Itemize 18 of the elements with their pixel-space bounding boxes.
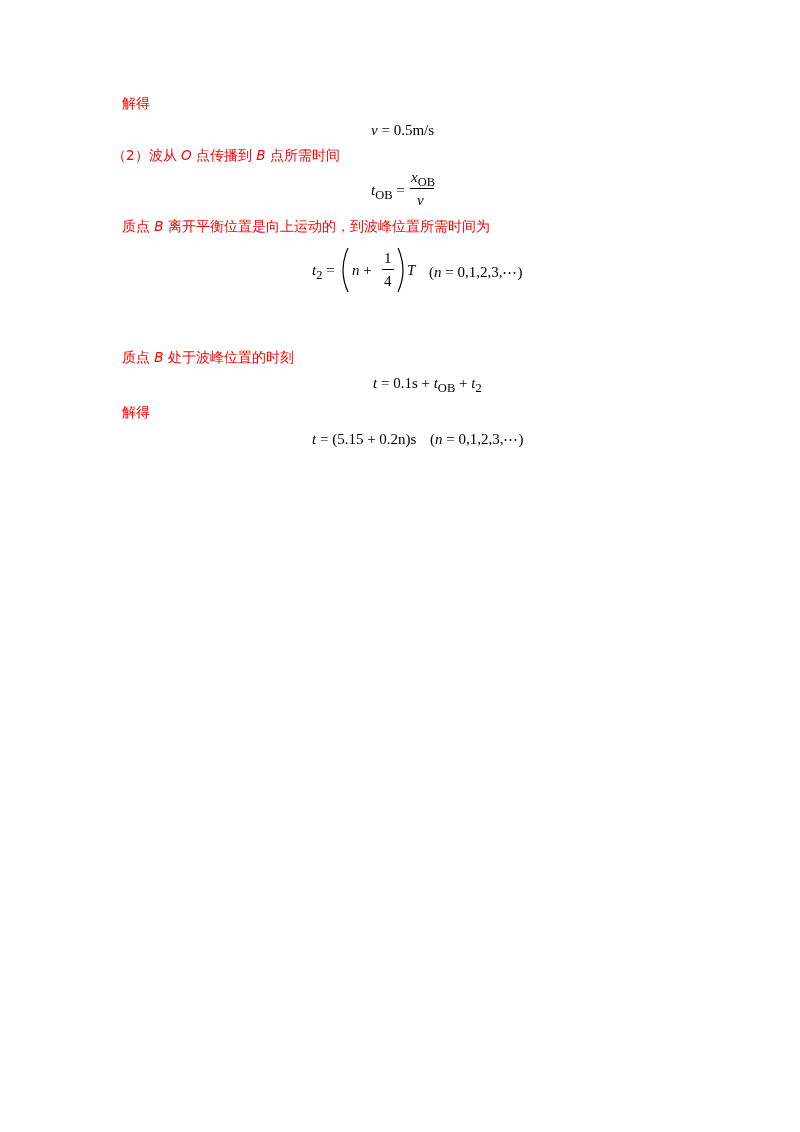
fraction-numerator: 1	[384, 250, 392, 267]
condition-text: (n = 0,1,2,3,⋯)	[429, 264, 523, 281]
fraction-denominator: 4	[384, 273, 392, 290]
condition-text: (n = 0,1,2,3,⋯)	[430, 431, 524, 448]
step-text: 质点 B 处于波峰位置的时刻	[122, 350, 294, 365]
equation: v = 0.5m/s	[371, 122, 435, 139]
heading-text: 解得	[122, 96, 150, 111]
equation-term: T	[407, 262, 416, 279]
equation-left-side: t$_{OB}$ =	[371, 182, 405, 203]
equation-term: n +	[352, 262, 372, 279]
heading-text: 解得	[122, 405, 150, 420]
fraction-denominator: v	[417, 192, 424, 209]
step-text: 质点 B 离开平衡位置是向上运动的，到波峰位置所需时间为	[122, 219, 490, 234]
equation: t = (5.15 + 0.2n)s	[312, 431, 417, 448]
step-text: （2）波从 O 点传播到 B 点所需时间	[112, 148, 340, 163]
equation: t = 0.1s + t$_{OB}$ + t$_{2}$	[373, 375, 482, 396]
fraction-numerator: x$_{OB}$	[411, 169, 436, 190]
equation-left-side: t$_{2}$ =	[312, 262, 335, 283]
